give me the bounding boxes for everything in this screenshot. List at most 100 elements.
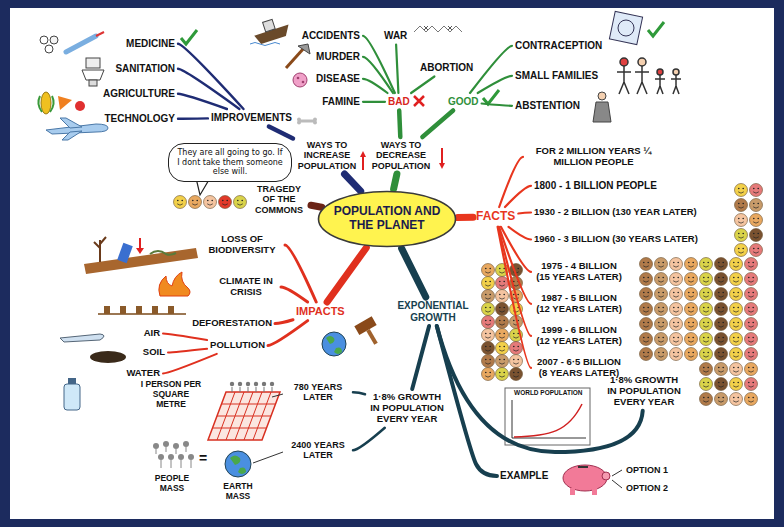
face-icon — [655, 258, 668, 271]
node-text: BAD — [388, 96, 410, 108]
piggy-bank — [563, 465, 610, 495]
face-icon — [482, 277, 495, 290]
branch-label: ABORTION — [420, 62, 473, 74]
face-icon — [730, 318, 743, 331]
face-icon — [748, 386, 754, 387]
face-icon — [222, 200, 224, 202]
face-icon — [730, 318, 743, 331]
face-icon — [735, 229, 748, 242]
face-icon — [730, 348, 743, 361]
face-icon — [513, 337, 519, 338]
face-icon — [670, 303, 683, 316]
face-icon — [685, 333, 698, 346]
medicine-icon — [40, 32, 104, 53]
branch-heading: TRAGEDY OF THE COMMONS — [250, 184, 308, 215]
face-icon — [703, 397, 705, 399]
face-icon — [707, 382, 709, 384]
face-icon — [499, 311, 505, 312]
face-icon — [730, 378, 743, 391]
branch-line — [285, 245, 316, 302]
face-icon — [750, 229, 763, 242]
bone-icon — [297, 121, 301, 125]
habitat-loss-scene — [84, 237, 198, 296]
face-icon — [496, 329, 509, 342]
face-icon — [662, 262, 664, 264]
up-arrow — [360, 151, 366, 170]
node-text: GOOD — [448, 96, 479, 108]
face-icon — [738, 218, 740, 220]
family-figures — [638, 58, 646, 66]
face-icon — [685, 273, 698, 286]
branch-line — [470, 46, 512, 93]
fact-line: 1975 - 4 BILLION (15 YEARS LATER) — [534, 261, 624, 283]
medicine-icon — [50, 36, 58, 44]
face-icon — [753, 233, 755, 235]
face-icon — [735, 184, 748, 197]
face-icon — [677, 352, 679, 354]
habitat-loss-scene — [84, 248, 198, 274]
chart-title: WORLD POPULATION — [514, 389, 583, 396]
face-icon — [745, 318, 758, 331]
face-icon — [647, 322, 649, 324]
branch-line — [178, 69, 239, 109]
node-text: DEFORESTATION — [192, 318, 272, 329]
face-icon — [715, 288, 728, 301]
face-icon — [655, 303, 668, 316]
face-icon — [703, 371, 709, 372]
face-icon — [715, 318, 728, 331]
face-icon — [643, 277, 645, 279]
face-icon — [204, 196, 217, 209]
face-icon — [745, 393, 758, 406]
face-icon — [685, 318, 698, 331]
face-icon — [752, 322, 754, 324]
face-icon — [718, 262, 720, 264]
face-icon — [738, 233, 740, 235]
face-icon — [750, 214, 763, 227]
face-icon — [482, 290, 495, 303]
face-icon — [670, 348, 683, 361]
face-icon — [489, 320, 491, 322]
face-icon — [748, 292, 750, 294]
face-icon — [189, 196, 202, 209]
face-icon — [700, 258, 713, 271]
face-icon — [496, 316, 509, 329]
face-icon — [670, 318, 683, 331]
face-icon — [640, 273, 653, 286]
face-icon — [482, 368, 495, 381]
face-icon — [735, 199, 748, 212]
face-icon — [496, 316, 509, 329]
up-arrow — [360, 151, 366, 157]
node-text: WAR — [384, 30, 407, 42]
face-icon — [752, 352, 754, 354]
face-icon — [733, 386, 739, 387]
branch-label: TECHNOLOGY — [104, 113, 175, 125]
face-icon — [643, 322, 645, 324]
face-icon — [753, 222, 759, 223]
face-icon — [513, 359, 515, 361]
family-figures — [655, 75, 665, 94]
face-icon — [700, 333, 713, 346]
face-icon — [730, 378, 743, 391]
face-icon — [707, 397, 709, 399]
node-text: 1800 - 1 BILLION PEOPLE — [534, 180, 657, 192]
branch-line — [168, 349, 207, 353]
face-icon — [670, 303, 683, 316]
globe-icon — [322, 332, 346, 356]
face-icon — [733, 367, 735, 369]
face-icon — [752, 262, 754, 264]
face-icon — [730, 363, 743, 376]
face-icon — [700, 378, 713, 391]
branch-label: 1·8% GROWTH IN POPULATION EVERY YEAR — [368, 392, 446, 425]
face-icon — [513, 294, 515, 296]
face-icon — [730, 363, 743, 376]
face-icon — [700, 393, 713, 406]
face-icon — [181, 200, 183, 202]
branch-label: ACCIDENTS — [302, 30, 360, 42]
face-icon — [655, 273, 668, 286]
people-group — [163, 441, 169, 447]
fact-line: FOR 2 MILLION YEARS ¼ MILLION PEOPLE — [526, 146, 661, 168]
face-icon — [496, 355, 509, 368]
face-icon — [489, 372, 491, 374]
face-icon — [753, 252, 759, 253]
face-icon — [510, 368, 523, 381]
